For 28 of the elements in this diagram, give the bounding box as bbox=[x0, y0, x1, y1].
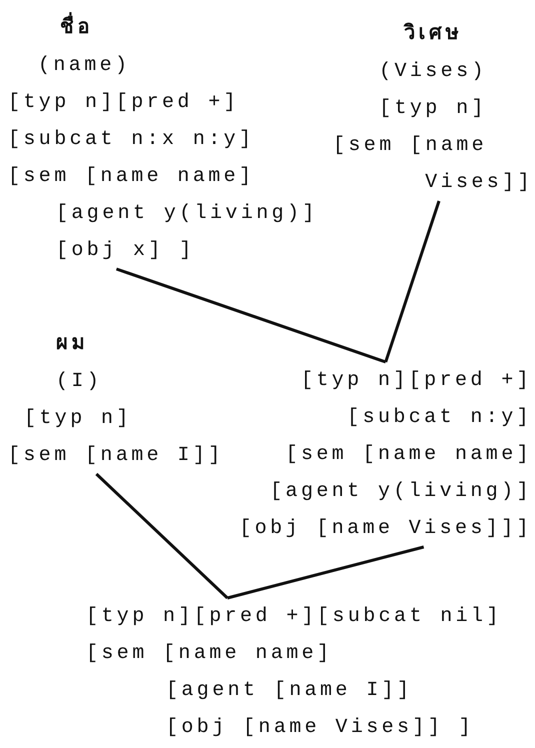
feature-line: [agent y(living)] bbox=[270, 479, 532, 505]
feature-line: [sem [name I]] bbox=[8, 443, 224, 469]
feature-line: [sem [name name] bbox=[286, 442, 532, 468]
feature-line: [typ n][pred +] bbox=[300, 368, 532, 394]
feature-line: [typ n] bbox=[24, 406, 132, 432]
feature-line: [sem [name name] bbox=[8, 164, 254, 190]
word-label: วิเศษ bbox=[404, 22, 462, 48]
feature-line: [typ n][pred +][subcat nil] bbox=[86, 604, 502, 630]
tree-line bbox=[95, 472, 228, 600]
tree-line bbox=[116, 268, 386, 364]
feature-line: [typ n] bbox=[379, 96, 487, 122]
word-label: ผม bbox=[56, 332, 88, 358]
feature-line: (I) bbox=[56, 369, 102, 395]
feature-line: [sem [name name] bbox=[86, 641, 332, 667]
tree-line bbox=[384, 200, 440, 362]
feature-line: [typ n][pred +] bbox=[8, 90, 240, 116]
word-label: ชื่อ bbox=[60, 10, 93, 47]
feature-line: (Vises) bbox=[379, 59, 487, 85]
feature-line: (name) bbox=[38, 53, 130, 79]
feature-line: [obj [name Vises]]] bbox=[239, 516, 532, 542]
feature-line: [agent y(living)] bbox=[56, 201, 318, 227]
feature-line: [subcat n:x n:y] bbox=[8, 127, 254, 153]
feature-line: [sem [name Vises]] bbox=[333, 133, 533, 196]
tree-line bbox=[227, 546, 424, 600]
feature-line: [obj [name Vises]] ] bbox=[166, 715, 474, 741]
feature-line: [obj x] ] bbox=[56, 238, 195, 264]
feature-line: [subcat n:y] bbox=[347, 405, 532, 431]
feature-line: [agent [name I]] bbox=[166, 678, 412, 704]
